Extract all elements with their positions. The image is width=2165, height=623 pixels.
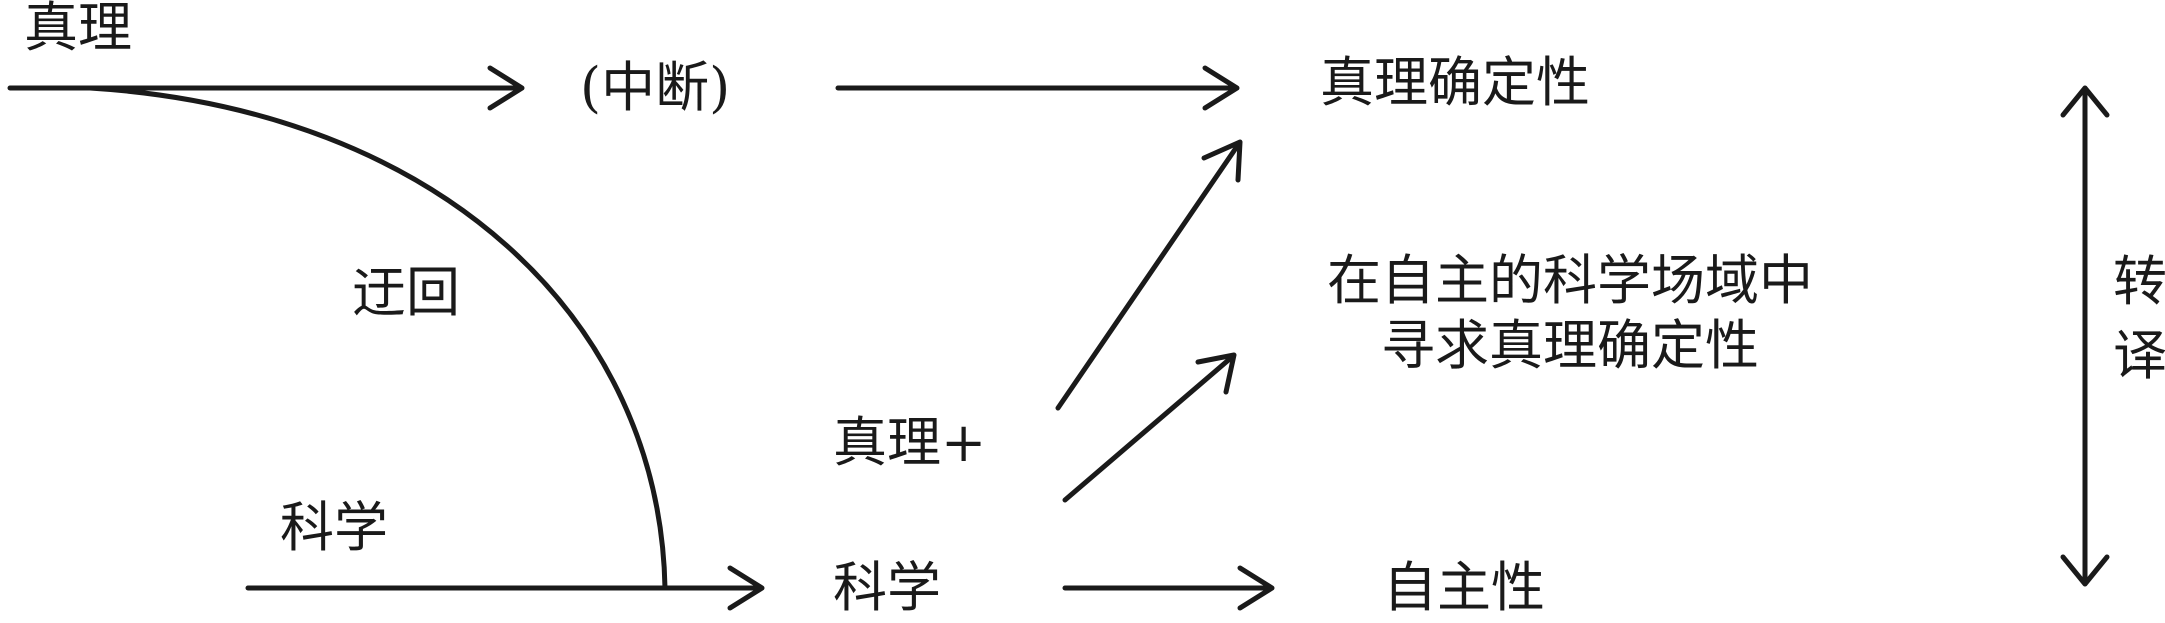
detour-curve [87,85,668,591]
label-detour: 迂回 [352,261,460,324]
arrow-science-to-autonomy [1062,565,1275,611]
label-seek-line2: 寻求真理确定性 [1381,314,1759,377]
arrow-science-to-science [245,565,765,611]
label-translate: 转 译 [2110,245,2165,393]
double-arrow-translate [2060,85,2110,587]
arrow-truth-to-interrupt [7,65,525,111]
label-seek-line1: 在自主的科学场域中 [1327,249,1813,312]
label-science-left: 科学 [280,496,388,559]
label-translate-char1: 转 [2113,250,2165,313]
label-truth-plus: 真理+ [833,411,987,474]
label-autonomy: 自主性 [1383,556,1545,619]
arrow-interrupt-to-certainty [835,65,1240,111]
label-science-mid: 科学 [833,556,941,619]
arrow-truthplus-to-seek [1062,352,1237,503]
label-translate-char2: 译 [2113,324,2165,387]
arrow-truthplus-to-certainty [1055,139,1243,411]
label-interrupt: (中断) [580,56,731,119]
label-truth-certainty: 真理确定性 [1320,51,1590,114]
label-truth-top: 真理 [24,0,132,59]
